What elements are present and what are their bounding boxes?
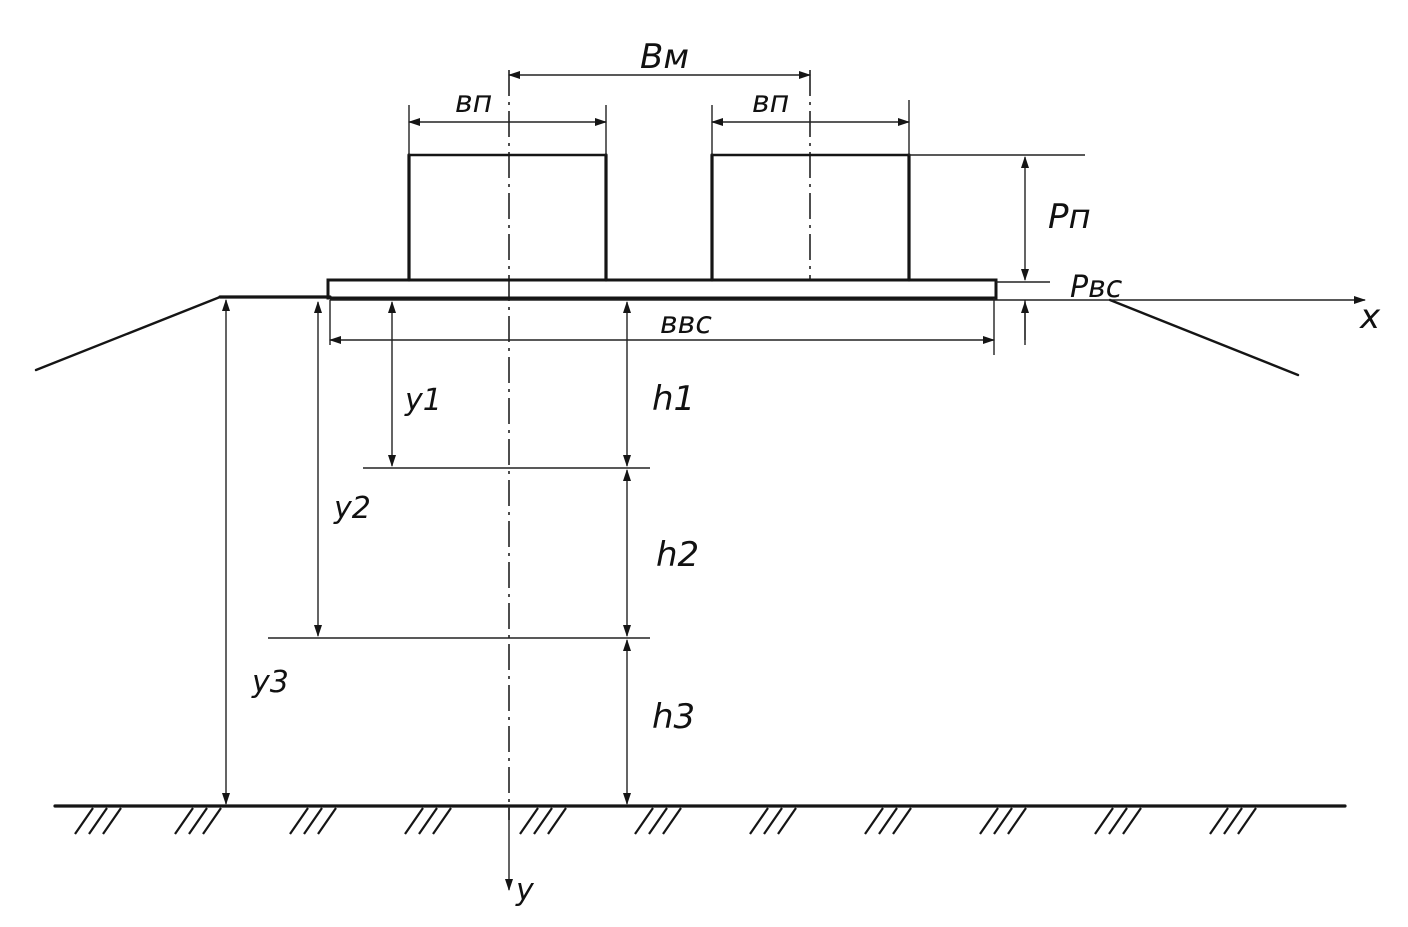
hatch-stroke — [1108, 807, 1128, 835]
hatch-stroke — [519, 807, 539, 835]
left-load-block — [407, 153, 608, 282]
hatch-stroke — [1007, 807, 1027, 835]
dim-h-chain: h1 h2 h3 — [623, 301, 699, 805]
hatch-stroke — [547, 807, 567, 835]
ground-hatching — [74, 807, 1257, 835]
dim-h2-label: h2 — [656, 535, 699, 575]
hatch-stroke — [1237, 807, 1257, 835]
hatch-stroke — [102, 807, 122, 835]
right-slope — [1108, 298, 1300, 377]
hatch-stroke — [74, 807, 94, 835]
hatch-stroke — [1223, 807, 1243, 835]
hatch-stroke — [662, 807, 682, 835]
hatch-stroke — [648, 807, 668, 835]
hatch-stroke — [533, 807, 553, 835]
hatch-stroke — [174, 807, 194, 835]
embankment-slopes — [34, 295, 1300, 377]
dim-y3-label: y3 — [251, 665, 289, 700]
hatch-stroke — [202, 807, 222, 835]
hatch-stroke — [88, 807, 108, 835]
hatch-stroke — [749, 807, 769, 835]
hatch-stroke — [1122, 807, 1142, 835]
dim-bvs: ввс — [329, 298, 995, 355]
dim-bn-left-label: вп — [455, 85, 492, 120]
dim-bvs-label: ввс — [660, 306, 712, 341]
hatch-stroke — [763, 807, 783, 835]
hatch-stroke — [777, 807, 797, 835]
right-load-block — [710, 153, 911, 282]
hatch-stroke — [289, 807, 309, 835]
layer-boundaries — [268, 467, 650, 639]
dim-bm-label: Вм — [640, 37, 689, 77]
hatch-stroke — [892, 807, 912, 835]
left-slope — [34, 295, 222, 372]
dim-y1-label: y1 — [404, 383, 442, 418]
x-axis-label: x — [1359, 297, 1381, 337]
hatch-stroke — [864, 807, 884, 835]
plate-rect — [326, 278, 998, 300]
dim-y2: y2 — [314, 301, 371, 637]
hatch-stroke — [634, 807, 654, 835]
dim-h1-label: h1 — [652, 379, 695, 419]
dim-bm: Вм — [508, 37, 811, 79]
hatch-stroke — [303, 807, 323, 835]
plate — [326, 278, 998, 300]
dim-pn-label: Рп — [1048, 197, 1091, 237]
dim-bn-left: вп — [408, 85, 607, 155]
hatch-stroke — [432, 807, 452, 835]
dim-pn: Рп — [909, 154, 1091, 283]
hatch-stroke — [878, 807, 898, 835]
y-axis: y — [505, 70, 535, 908]
hatch-stroke — [1094, 807, 1114, 835]
ground — [53, 804, 1347, 835]
dim-y2-label: y2 — [333, 491, 371, 526]
hatch-stroke — [1209, 807, 1229, 835]
x-axis: x — [330, 296, 1381, 337]
hatch-stroke — [317, 807, 337, 835]
dim-bn-right-label: вп — [752, 85, 789, 120]
hatch-stroke — [993, 807, 1013, 835]
dim-y3: y3 — [222, 299, 289, 805]
dim-bn-right: вп — [711, 85, 910, 155]
y-axis-label: y — [515, 873, 535, 908]
dim-pvs-label: Рвс — [1070, 270, 1123, 305]
hatch-stroke — [979, 807, 999, 835]
dim-h3-label: h3 — [652, 697, 695, 737]
hatch-stroke — [188, 807, 208, 835]
dim-y1: y1 — [388, 301, 442, 467]
dim-pvs: Рвс — [1021, 270, 1123, 345]
hatch-stroke — [418, 807, 438, 835]
hatch-stroke — [404, 807, 424, 835]
